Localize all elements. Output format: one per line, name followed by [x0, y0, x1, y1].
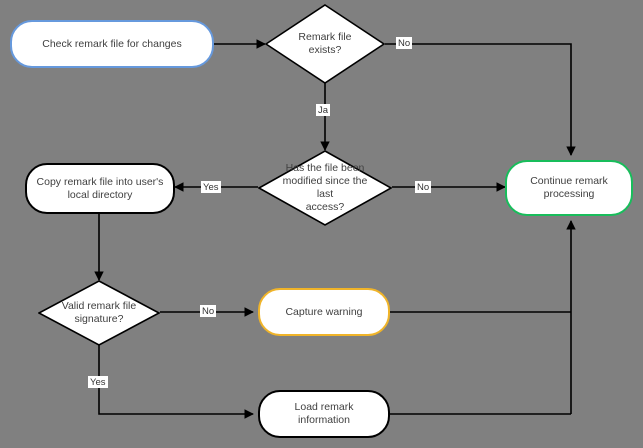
edge-exists-no-to-continue [385, 43, 576, 156]
node-remark-file-exists-label: Remark file exists? [298, 31, 352, 56]
edge-label-signature-yes: Yes [88, 376, 108, 388]
node-copy-remark-file[interactable]: Copy remark file into user's local direc… [25, 163, 175, 214]
node-load-remark-information[interactable]: Load remark information [258, 390, 390, 438]
node-capture-warning[interactable]: Capture warning [258, 288, 390, 336]
node-load-remark-information-label: Load remark information [294, 401, 354, 426]
edge-label-modified-no: No [415, 181, 432, 193]
diamond-shape-modified [258, 150, 392, 226]
node-continue-remark-processing-label: Continue remark processing [530, 175, 608, 200]
edge-signature-yes-to-load [98, 345, 254, 419]
node-valid-signature-label: Valid remark file signature? [61, 300, 137, 325]
diamond-shape-signature [38, 280, 160, 346]
node-file-modified-label: Has the file been modified since the las… [282, 162, 368, 213]
node-valid-signature[interactable]: Valid remark file signature? [38, 280, 160, 346]
node-file-modified[interactable]: Has the file been modified since the las… [258, 150, 392, 226]
node-capture-warning-label: Capture warning [285, 305, 363, 318]
edge-label-modified-yes: Yes [201, 181, 221, 193]
node-remark-file-exists[interactable]: Remark file exists? [265, 4, 385, 84]
node-continue-remark-processing[interactable]: Continue remark processing [505, 160, 633, 216]
node-check-remark-file-label: Check remark file for changes [42, 37, 182, 50]
edge-label-exists-ja: Ja [316, 104, 331, 116]
edge-label-signature-no: No [200, 305, 217, 317]
diamond-shape-exists [265, 4, 385, 84]
node-copy-remark-file-label: Copy remark file into user's local direc… [36, 175, 164, 201]
node-check-remark-file[interactable]: Check remark file for changes [10, 20, 214, 68]
edge-label-exists-no: No [396, 37, 413, 49]
